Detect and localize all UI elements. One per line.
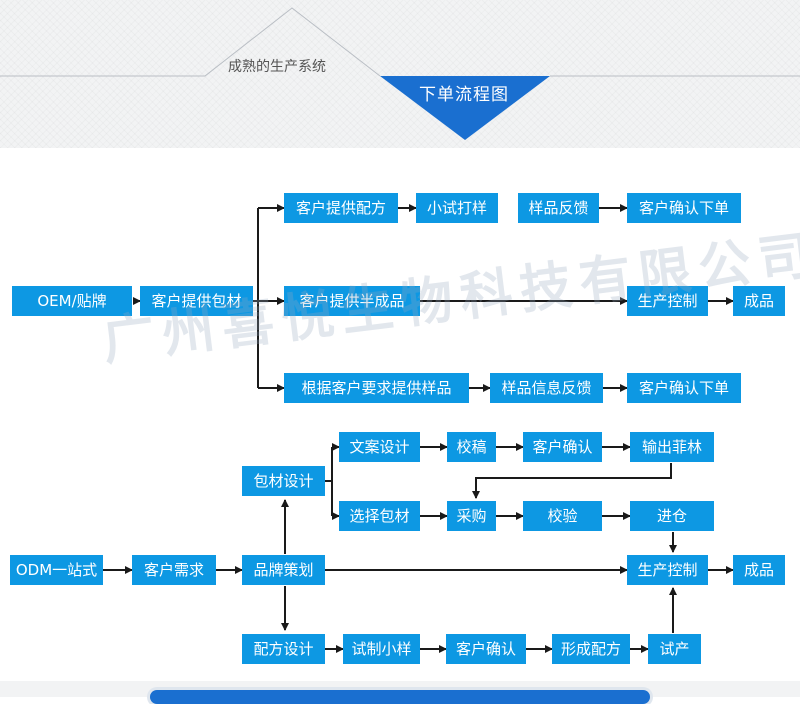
node-oem-confirm1: 客户确认下单 bbox=[627, 193, 741, 223]
header-decoration bbox=[0, 7, 800, 140]
node-oem-product: 成品 bbox=[733, 286, 785, 316]
arrow-film-to-purchase bbox=[472, 463, 672, 499]
node-odm-trial-sample: 试制小样 bbox=[343, 634, 420, 664]
node-odm-inspect: 校验 bbox=[523, 501, 602, 531]
node-oem-trial: 小试打样 bbox=[416, 193, 498, 223]
node-oem-feedback: 样品反馈 bbox=[518, 193, 599, 223]
node-oem-formula: 客户提供配方 bbox=[284, 193, 398, 223]
node-odm-demand: 客户需求 bbox=[132, 555, 216, 585]
footer-bar bbox=[150, 690, 650, 704]
node-odm-brand: 品牌策划 bbox=[242, 555, 325, 585]
node-odm-formula-final: 形成配方 bbox=[552, 634, 630, 664]
node-odm-pkg-design: 包材设计 bbox=[242, 466, 325, 496]
node-oem-sample-info: 样品信息反馈 bbox=[490, 373, 603, 403]
node-odm-proof: 校稿 bbox=[447, 432, 496, 462]
node-oem-confirm2: 客户确认下单 bbox=[627, 373, 741, 403]
node-oem-sample-req: 根据客户要求提供样品 bbox=[284, 373, 469, 403]
header-banner: 成熟的生产系统 下单流程图 bbox=[0, 0, 800, 148]
node-odm-production: 生产控制 bbox=[627, 555, 708, 585]
header-outline bbox=[0, 7, 381, 77]
node-odm-trial-prod: 试产 bbox=[648, 634, 701, 664]
node-odm-select-pkg: 选择包材 bbox=[339, 501, 420, 531]
node-oem-semi: 客户提供半成品 bbox=[284, 286, 420, 316]
node-odm-product: 成品 bbox=[733, 555, 785, 585]
node-odm-copy-design: 文案设计 bbox=[339, 432, 420, 462]
node-odm-confirm: 客户确认 bbox=[523, 432, 602, 462]
node-odm-film: 输出菲林 bbox=[630, 432, 714, 462]
node-odm-confirm2: 客户确认 bbox=[446, 634, 526, 664]
node-odm-formula-design: 配方设计 bbox=[242, 634, 325, 664]
header-title: 下单流程图 bbox=[419, 85, 509, 105]
node-oem-production: 生产控制 bbox=[627, 286, 708, 316]
node-odm-start: ODM一站式 bbox=[10, 555, 103, 585]
header-subtitle: 成熟的生产系统 bbox=[228, 59, 326, 75]
node-oem-package: 客户提供包材 bbox=[140, 286, 253, 316]
header-title-triangle bbox=[380, 76, 550, 140]
node-odm-warehouse: 进仓 bbox=[630, 501, 714, 531]
node-oem-start: OEM/贴牌 bbox=[12, 286, 132, 316]
node-odm-purchase: 采购 bbox=[447, 501, 496, 531]
